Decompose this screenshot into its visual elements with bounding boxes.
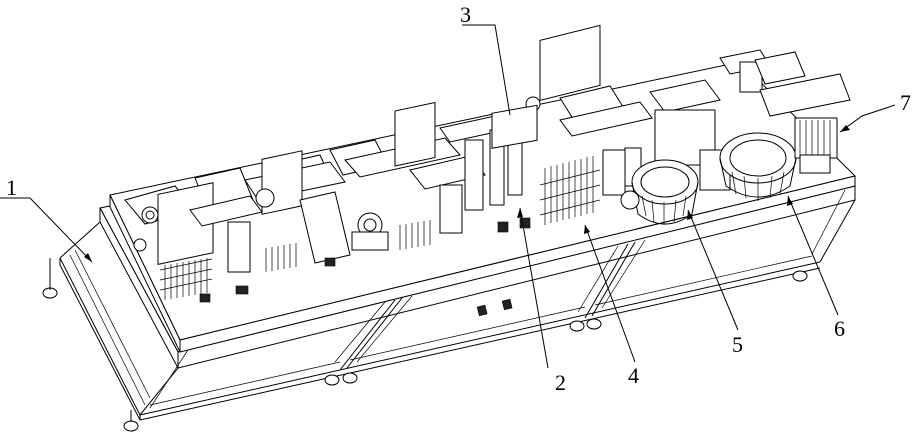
leader-3: [462, 25, 510, 115]
callout-2: 2: [555, 370, 566, 395]
callout-5: 5: [732, 332, 743, 357]
leader-1: [0, 198, 92, 262]
callout-4: 4: [628, 363, 639, 388]
callout-6: 6: [834, 316, 845, 341]
callout-1: 1: [6, 175, 17, 200]
callout-3: 3: [460, 2, 471, 27]
leader-6: [788, 196, 838, 315]
callout-7: 7: [900, 90, 911, 115]
